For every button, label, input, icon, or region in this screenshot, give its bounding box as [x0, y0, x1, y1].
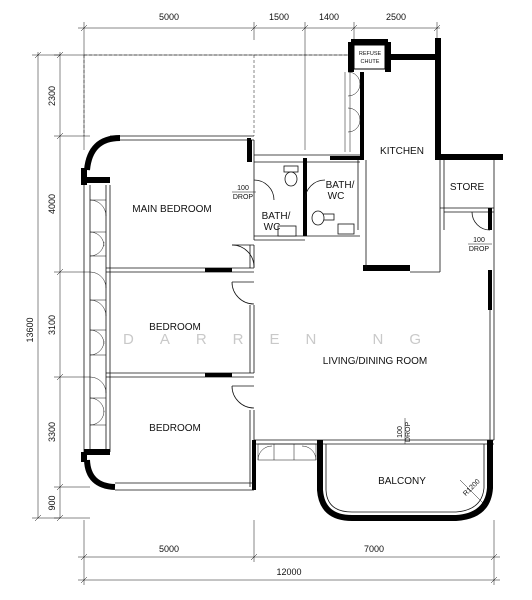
label-bath-1-line1: BATH/: [262, 211, 291, 222]
dim-bottom-2: 7000: [364, 544, 384, 554]
dim-top-3: 1400: [319, 12, 339, 22]
label-bath-2-line2: WC: [328, 191, 345, 202]
drop-label-store-b: DROP: [469, 246, 490, 253]
dim-left-4: 3300: [47, 422, 57, 442]
label-store: STORE: [450, 182, 485, 193]
radius-label: R1200: [462, 478, 482, 498]
refuse-chute-box: [353, 44, 386, 70]
walls: [81, 38, 503, 521]
label-balcony: BALCONY: [378, 476, 426, 487]
dim-top-2: 1500: [269, 12, 289, 22]
drop-label-balcony-b: DROP: [405, 422, 412, 443]
drop-label-bath-1: 100: [237, 185, 249, 192]
drop-label-balcony: 100: [397, 426, 404, 438]
label-bedroom-1: BEDROOM: [149, 322, 201, 333]
dim-bottom-1: 5000: [159, 544, 179, 554]
drop-label-store: 100: [473, 237, 485, 244]
dim-left-1: 2300: [47, 86, 57, 106]
dim-top-4: 2500: [386, 12, 406, 22]
dim-left-5: 900: [47, 495, 57, 510]
refuse-chute-label-2: CHUTE: [361, 59, 380, 65]
dim-bottom-total: 12000: [276, 567, 301, 577]
refuse-chute-label-1: REFUSE: [359, 51, 382, 57]
label-bedroom-2: BEDROOM: [149, 423, 201, 434]
fixtures: [277, 165, 355, 237]
label-kitchen: KITCHEN: [380, 146, 424, 157]
drop-label-bath-1-b: DROP: [233, 194, 254, 201]
label-main-bedroom: MAIN BEDROOM: [132, 204, 211, 215]
dimension-lines: [32, 22, 500, 585]
watermark: DARREN NG: [123, 331, 447, 348]
dim-left-2: 4000: [47, 194, 57, 214]
label-bath-1-line2: WC: [264, 222, 281, 233]
label-bath-2-line1: BATH/: [326, 180, 355, 191]
dim-top-1: 5000: [159, 12, 179, 22]
dim-left-total: 13600: [25, 317, 35, 342]
left-windows: [89, 199, 107, 426]
label-living-dining: LIVING/DINING ROOM: [323, 356, 427, 367]
doors: [83, 54, 491, 461]
dim-left-3: 3100: [47, 315, 57, 335]
